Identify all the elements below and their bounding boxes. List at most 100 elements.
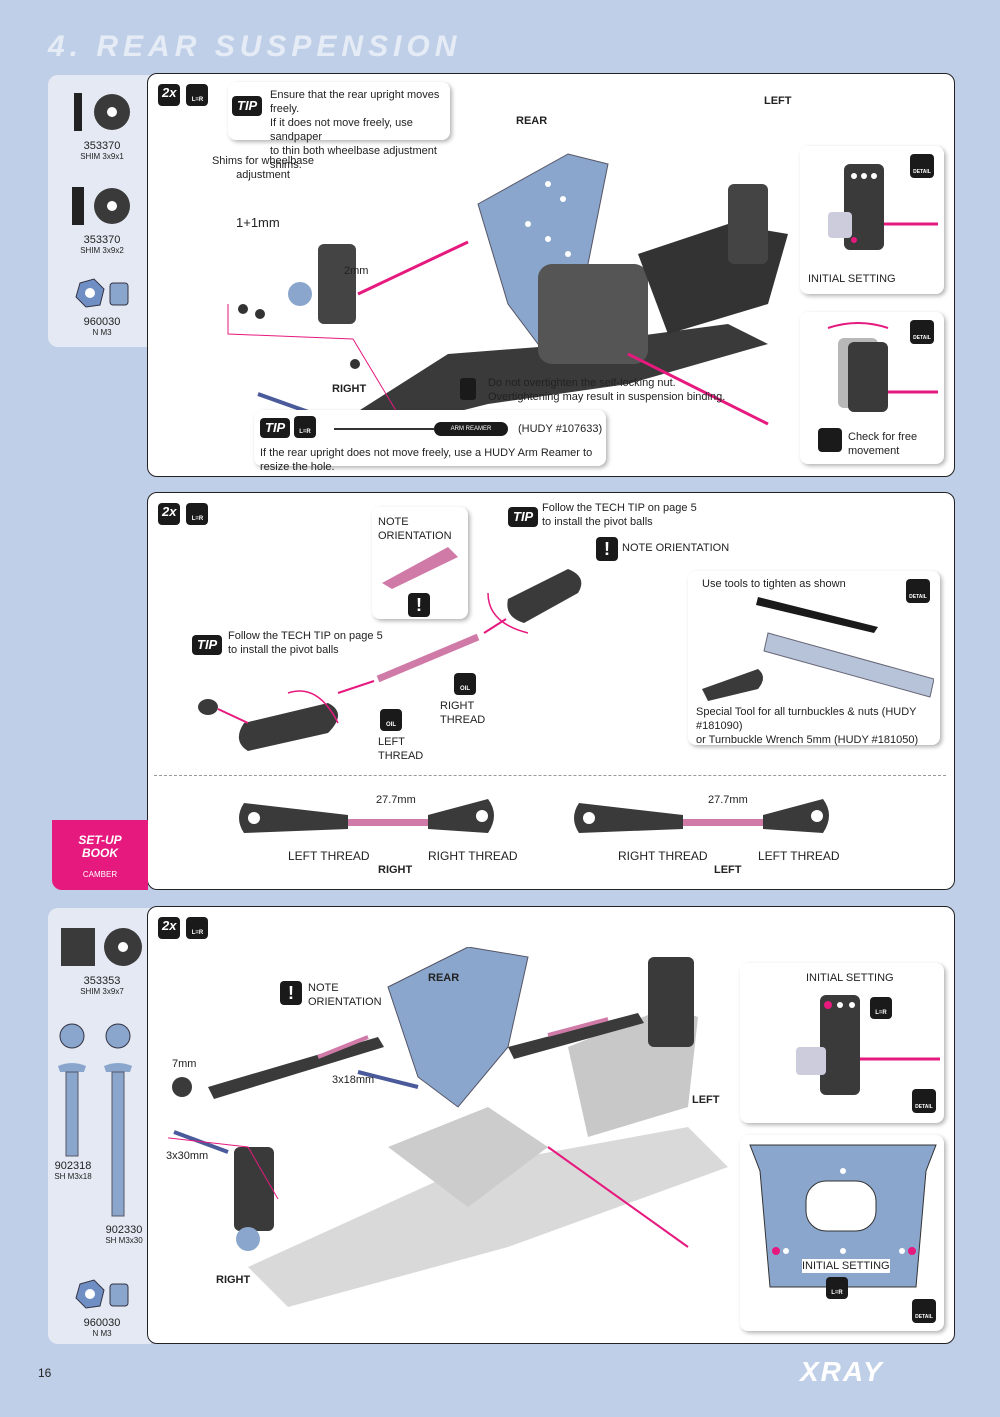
camber-link-illustration — [168, 947, 728, 1307]
lr-badge: L=R — [186, 917, 209, 939]
label-left: LEFT — [764, 95, 792, 107]
tip-badge: TIP — [192, 635, 223, 655]
detail-icon: DETAIL — [912, 1299, 936, 1323]
tip-badge: TIP — [508, 507, 539, 527]
lr-badge: L=R — [186, 84, 209, 106]
lt-label-2: LEFT THREAD — [758, 849, 840, 863]
tip-callout-1: TIP Ensure that the rear upright moves f… — [228, 82, 450, 171]
nut-icon — [75, 1279, 129, 1309]
detail-icon: DETAIL — [910, 154, 934, 178]
upright-movement-illustration — [827, 322, 938, 412]
label-right: RIGHT — [216, 1274, 251, 1286]
tip-text: Ensure that the rear upright moves freel… — [270, 89, 440, 171]
detail-initial-setting: DETAIL INITIAL SETTING — [800, 146, 944, 294]
divider — [154, 775, 946, 776]
label-left: LEFT — [714, 864, 742, 876]
tip2-text: If the rear upright does not move freely… — [260, 447, 593, 473]
lr-badge: L=R — [870, 997, 892, 1019]
arm-reamer-icon: ARM REAMER — [434, 422, 508, 436]
qty-badge: 2x — [158, 84, 181, 106]
rear-suspension-illustration — [227, 153, 788, 445]
dimension-left: 27.7mm — [708, 794, 748, 806]
shim-icon — [74, 93, 130, 131]
tip-badge: TIP — [260, 418, 291, 438]
len-30mm: 3x30mm — [166, 1150, 209, 1162]
rt-label-2: RIGHT THREAD — [618, 849, 708, 863]
rt-label-1: RIGHT THREAD — [428, 849, 518, 863]
rod-detail-illustration — [382, 547, 458, 589]
label-left: LEFT — [692, 1094, 720, 1106]
shim-icon — [72, 187, 130, 225]
hudy-code: (HUDY #107633) — [518, 423, 603, 435]
nut-note: Do not overtighten the self-locking nut.… — [488, 377, 726, 403]
detail-icon: DETAIL — [910, 320, 934, 344]
note-orientation-label-2: NOTE ORIENTATION — [622, 542, 730, 554]
exclamation-icon: ! — [280, 981, 302, 1005]
lr-badge: L=R — [294, 416, 316, 438]
part-shim-7: 353353 SHIM 3x9x7 — [52, 924, 152, 996]
part-shim-2: 353370 SHIM 3x9x2 — [62, 183, 142, 255]
exclamation-icon: ! — [596, 537, 618, 561]
turnbuckle-left — [574, 799, 829, 833]
qty-badge: 2x — [158, 503, 181, 525]
turnbuckle-right — [239, 799, 494, 833]
initial-setting-label: INITIAL SETTING — [808, 273, 896, 285]
initial-setting-tower: INITIAL SETTING L=R DETAIL — [740, 1135, 944, 1331]
reamer-shaft — [334, 428, 434, 430]
wrench-icon — [460, 378, 476, 400]
qty-badges: 2x L=R — [158, 84, 209, 106]
label-rear: REAR — [428, 972, 460, 984]
len-18mm: 3x18mm — [332, 1074, 375, 1086]
turnbuckle-assembly-illustration — [198, 569, 582, 751]
lr-badge: L=R — [826, 1277, 848, 1299]
step1-panel: 2x L=R TIP Ensure that the rear upright … — [147, 73, 955, 477]
qty-badges: 2x L=R — [158, 917, 209, 939]
setup-book-sub: CAMBER — [82, 870, 118, 879]
oil-icon: OIL — [454, 673, 476, 695]
shim-value: 1+1mm — [236, 215, 280, 230]
screw-18-icon — [58, 1023, 86, 1157]
initial-setting-label: INITIAL SETTING — [806, 972, 894, 984]
screw-30-icon — [104, 1023, 132, 1217]
dimension-right: 27.7mm — [376, 794, 416, 806]
exclamation-icon: ! — [408, 593, 430, 617]
detail-icon: DETAIL — [906, 579, 930, 603]
tip-callout-2: TIP L=R ARM REAMER (HUDY #107633) If the… — [254, 410, 606, 473]
tools-text: Special Tool for all turnbuckles & nuts … — [696, 706, 919, 746]
label-right: RIGHT — [378, 864, 413, 876]
len-7mm: 7mm — [172, 1058, 197, 1070]
lt-label-1: LEFT THREAD — [288, 849, 370, 863]
label-rear: REAR — [516, 115, 548, 127]
tools-title: Use tools to tighten as shown — [702, 578, 846, 590]
initial-setting-upright: INITIAL SETTING L=R DETAIL — [740, 963, 944, 1123]
qty-badges: 2x L=R — [158, 503, 209, 525]
parts-column-step1: 353370 SHIM 3x9x1 353370 SHIM 3x9x2 9600… — [48, 75, 158, 347]
label-right: RIGHT — [332, 383, 367, 395]
qty-badge: 2x — [158, 917, 181, 939]
part-nut: 960030 N M3 — [62, 1276, 142, 1338]
note-orientation-detail: NOTE ORIENTATION ! — [372, 507, 468, 619]
step2-panel: 2x L=R NOTE ORIENTATION ! TIP Follow the… — [147, 492, 955, 890]
part-screw-18: 902318 SH M3x18 — [54, 1160, 92, 1181]
section-title: 4. REAR SUSPENSION — [48, 30, 462, 63]
shock-tower-illustration — [749, 1144, 937, 1288]
brand-logo: XRAY — [800, 1356, 884, 1387]
initial-setting-label: INITIAL SETTING — [802, 1259, 890, 1273]
lr-badge: L=R — [186, 503, 209, 525]
detail-icon: DETAIL — [912, 1089, 936, 1113]
wrench-tool-illustration — [702, 597, 934, 701]
page-number: 16 — [38, 1366, 52, 1380]
tip-badge: TIP — [232, 96, 263, 116]
part-shim-1: 353370 SHIM 3x9x1 — [62, 89, 142, 161]
parts-column-step3: 353353 SHIM 3x9x7 902318 SH M3x18 902330… — [48, 908, 158, 1344]
